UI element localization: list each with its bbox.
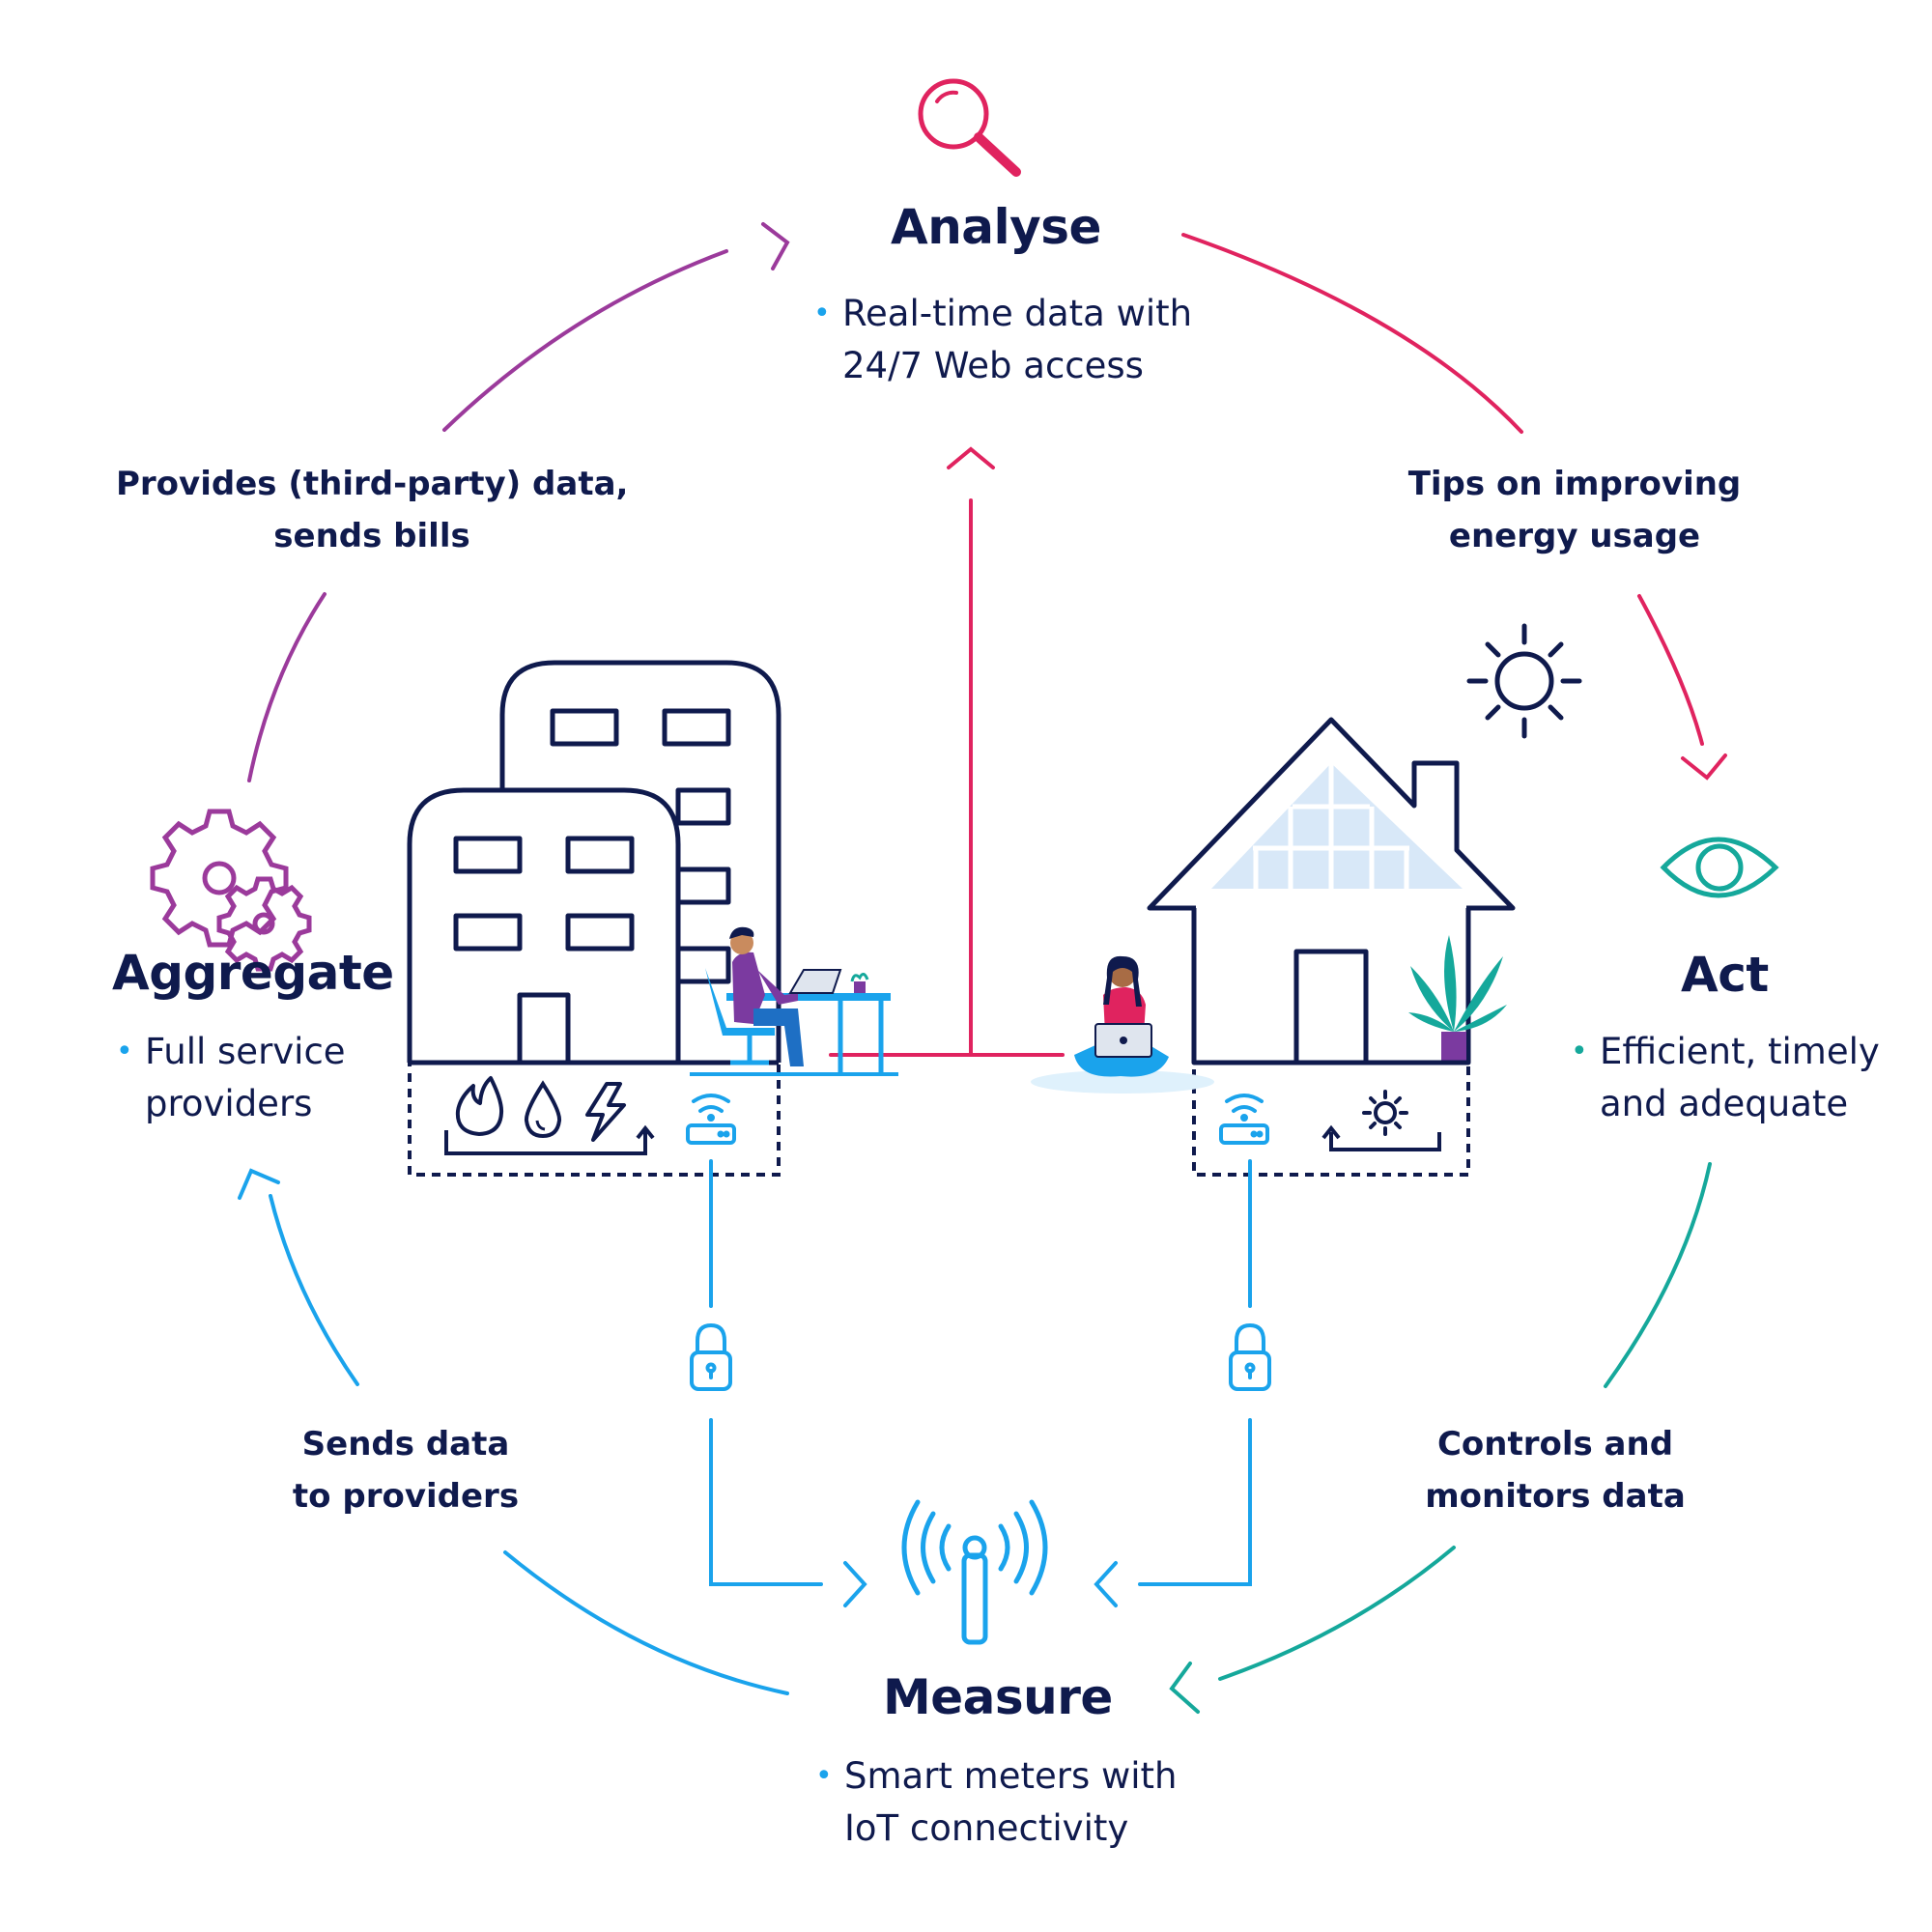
- stage-bullet-analyse: • Real-time data with 24/7 Web access: [813, 288, 1193, 392]
- analyse-connector: [829, 446, 1065, 1057]
- meter-connectors: [709, 1159, 1252, 1607]
- router-icon: [1219, 1094, 1269, 1145]
- edge-line: energy usage: [1448, 517, 1701, 555]
- house-plant: [1408, 935, 1507, 1061]
- arrow-to-aggregate: [238, 1168, 280, 1200]
- stage-line: 24/7 Web access: [842, 345, 1144, 386]
- stage-title-aggregate: Aggregate: [112, 945, 394, 1001]
- arrow-to-act: [1681, 753, 1727, 781]
- sun-icon: [1362, 1090, 1408, 1136]
- office-worker: [690, 926, 898, 1076]
- arc-measure-to-sends: [503, 1550, 789, 1695]
- arrow-to-measure-right: [1169, 1662, 1200, 1714]
- house-basement: [1192, 1061, 1470, 1177]
- edge-line: sends bills: [273, 517, 470, 555]
- stage-title-measure: Measure: [883, 1669, 1113, 1725]
- stage-title-act: Act: [1681, 947, 1769, 1003]
- house: [1147, 717, 1516, 1065]
- arc-analyse-to-tips: [1181, 233, 1523, 434]
- bullet-dot: •: [815, 1759, 833, 1793]
- edge-label-bottom-right: Controls and monitors data: [1401, 1418, 1710, 1522]
- edge-label-bottom-left: Sends data to providers: [261, 1418, 551, 1522]
- cycle-arcs: [238, 222, 1727, 1714]
- arc-sends-to-aggregate: [269, 1194, 359, 1386]
- sitting-woman: [1031, 955, 1214, 1094]
- sun-icon: [1466, 623, 1582, 739]
- stage-title-analyse: Analyse: [891, 199, 1101, 255]
- arc-aggregate-to-provides: [247, 592, 327, 782]
- edge-line: Sends data: [301, 1425, 510, 1463]
- edge-line: Tips on improving: [1407, 465, 1742, 503]
- edge-line: Controls and: [1436, 1425, 1674, 1463]
- edge-line: Provides (third-party) data,: [116, 465, 629, 503]
- stage-line: Efficient, timely: [1600, 1031, 1880, 1072]
- arc-act-to-controls: [1604, 1162, 1712, 1388]
- arc-tips-to-act: [1637, 594, 1704, 746]
- arc-controls-to-measure: [1218, 1546, 1456, 1681]
- lock-icon: [1229, 1322, 1271, 1391]
- office-buildings: [407, 660, 781, 1065]
- router-icon: [686, 1094, 736, 1145]
- edge-label-top-right: Tips on improving energy usage: [1391, 458, 1758, 562]
- bullet-dot: •: [116, 1035, 133, 1068]
- stage-line: Real-time data with: [842, 293, 1193, 334]
- magnifier-icon: [918, 78, 1021, 177]
- bolt-icon: [585, 1082, 626, 1142]
- arc-provides-to-analyse: [442, 249, 728, 432]
- stage-line: and adequate: [1600, 1083, 1849, 1124]
- edge-line: to providers: [292, 1477, 520, 1516]
- edge-label-top-left: Provides (third-party) data, sends bills: [116, 458, 628, 562]
- antenna-icon: [901, 1499, 1048, 1645]
- stage-line: providers: [145, 1083, 313, 1124]
- edge-line: monitors data: [1425, 1477, 1686, 1516]
- flame-icon: [455, 1076, 504, 1136]
- lock-icon: [690, 1322, 732, 1391]
- bullet-dot: •: [813, 297, 831, 330]
- roof-window-grid: [1253, 763, 1409, 889]
- stage-line: Full service: [145, 1031, 346, 1072]
- stage-line: IoT connectivity: [844, 1807, 1129, 1849]
- arrow-to-analyse: [761, 222, 790, 270]
- drop-icon: [524, 1080, 562, 1139]
- office-basement: [408, 1061, 781, 1177]
- gears-icon: [150, 809, 312, 972]
- stage-bullet-measure: • Smart meters with IoT connectivity: [815, 1750, 1178, 1855]
- stage-bullet-act: • Efficient, timely and adequate: [1571, 1026, 1880, 1130]
- eye-icon: [1660, 837, 1779, 898]
- bullet-dot: •: [1571, 1035, 1588, 1068]
- stage-line: Smart meters with: [844, 1755, 1178, 1797]
- stage-bullet-aggregate: • Full service providers: [116, 1026, 346, 1130]
